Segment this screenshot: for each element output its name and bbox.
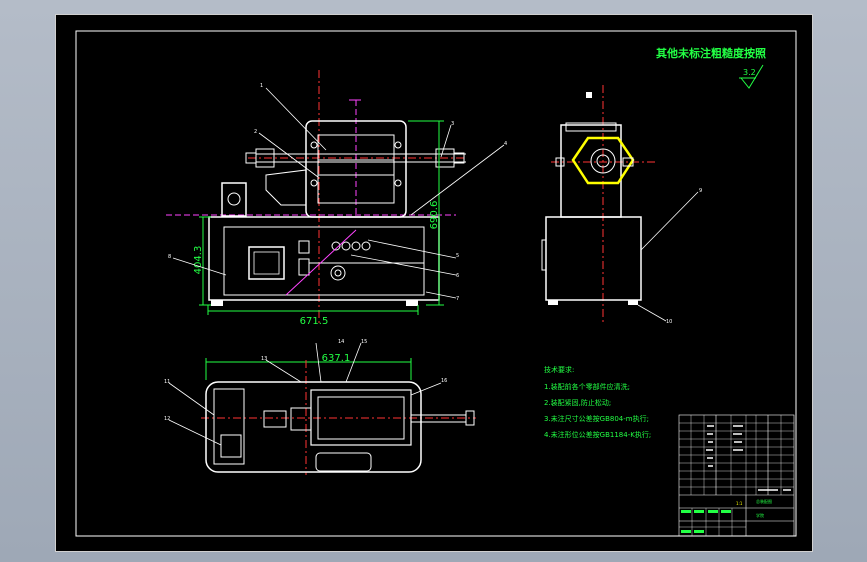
front-leaders bbox=[172, 87, 505, 299]
cad-drawing-sheet: 其他未标注粗糙度按照 3.2 bbox=[55, 14, 813, 552]
part-label-7: 7 bbox=[456, 296, 459, 302]
roughness-note-text: 其他未标注粗糙度按照 bbox=[656, 46, 766, 60]
part-label-16: 16 bbox=[441, 378, 447, 384]
part-label-15: 15 bbox=[361, 339, 367, 345]
dim-height-front: 404.3 bbox=[193, 246, 204, 275]
top-view: 637.1 bbox=[201, 353, 476, 475]
title-block-drawing-name: 总装配图 bbox=[756, 498, 772, 504]
part-label-10: 10 bbox=[666, 319, 672, 325]
part-label-13: 13 bbox=[261, 356, 267, 362]
tech-req-item-3: 3.未注尺寸公差按GB804-m执行; bbox=[544, 414, 649, 423]
front-dimensions: 404.3 690.6 671.5 bbox=[193, 120, 444, 327]
title-block-company: 学院 bbox=[756, 512, 764, 518]
part-label-6: 6 bbox=[456, 273, 459, 279]
part-label-2: 2 bbox=[254, 129, 257, 135]
part-label-3: 3 bbox=[451, 121, 454, 127]
title-block-scale: 1:1 bbox=[736, 501, 743, 506]
part-label-11: 11 bbox=[164, 379, 170, 385]
title-block-rows bbox=[679, 415, 794, 536]
front-view bbox=[166, 70, 466, 325]
side-view bbox=[541, 85, 656, 325]
roughness-symbol bbox=[740, 64, 764, 89]
part-label-4: 4 bbox=[504, 141, 507, 147]
part-label-8: 8 bbox=[168, 254, 171, 260]
dim-width-front: 671.5 bbox=[300, 316, 329, 327]
part-label-1: 1 bbox=[260, 83, 263, 89]
assembly-drawing: 其他未标注粗糙度按照 3.2 bbox=[75, 30, 797, 537]
technical-requirements: 技术要求: 1.装配前各个零部件应清洗; 2.装配紧固,防止松动; 3.未注尺寸… bbox=[544, 365, 651, 439]
tech-req-item-1: 1.装配前各个零部件应清洗; bbox=[544, 382, 630, 391]
part-label-12: 12 bbox=[164, 416, 170, 422]
tech-req-item-2: 2.装配紧固,防止松动; bbox=[544, 398, 611, 407]
part-label-14: 14 bbox=[338, 339, 344, 345]
tech-req-item-4: 4.未注形位公差按GB1184-K执行; bbox=[544, 430, 651, 439]
roughness-value: 3.2 bbox=[743, 68, 756, 77]
title-block-green bbox=[681, 510, 731, 533]
dim-height-total: 690.6 bbox=[429, 201, 440, 230]
part-label-9: 9 bbox=[699, 188, 702, 194]
part-label-5: 5 bbox=[456, 253, 459, 259]
tech-req-title: 技术要求: bbox=[544, 365, 574, 374]
dim-width-top: 637.1 bbox=[322, 353, 351, 364]
drawing-frame bbox=[75, 30, 797, 537]
title-block-fills bbox=[706, 425, 791, 491]
